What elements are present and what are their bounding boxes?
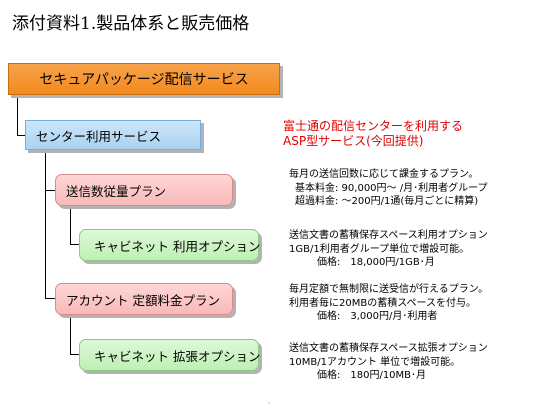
asp-service-note: 富士通の配信センターを利用する ASP型サービス(今回提供) <box>283 119 463 149</box>
flat-rate-plan-description: 毎月定額で無制限に送受信が行えるプラン。 利用者毎に20MBの蓄積スペースを付与… <box>289 283 488 324</box>
description-line: 基本料金: 90,000円～ /月･利用者グループ <box>295 182 488 194</box>
connector-line <box>45 150 46 299</box>
volume-plan-box: 送信数従量プラン <box>55 174 233 206</box>
slide-mark <box>268 402 270 404</box>
connector-line <box>17 95 18 136</box>
cabinet-use-option-box: キャビネット 利用オプション <box>79 229 260 261</box>
connector-line <box>70 314 71 355</box>
description-line: 送信文書の蓄積保存スペース拡張オプション <box>289 343 488 354</box>
description-line: 送信文書の蓄積保存スペース利用オプション <box>289 230 488 241</box>
description-line: 利用者毎に20MBの蓄積スペースを付与。 <box>289 297 477 309</box>
asp-note-line: 富士通の配信センターを利用する <box>283 119 464 133</box>
cabinet-use-option-description: 送信文書の蓄積保存スペース利用オプション 1GB/1利用者グループ単位で増設可能… <box>289 229 488 270</box>
cabinet-expansion-option-box: キャビネット 拡張オプション <box>79 339 260 371</box>
center-service-box: センター利用サービス <box>25 120 201 150</box>
volume-plan-description: 毎月の送信回数に応じて課金するプラン。 基本料金: 90,000円～ /月･利用… <box>289 168 488 209</box>
connector-line <box>17 135 26 136</box>
description-line: 超過料金: ～200円/1通(毎月ごとに精算) <box>295 196 479 207</box>
description-line: 価格: 180円/10MB･月 <box>317 370 427 381</box>
connector-line <box>70 354 79 355</box>
description-line: 毎月定額で無制限に送受信が行えるプラン。 <box>289 284 489 295</box>
connector-line <box>45 298 56 299</box>
connector-line <box>70 206 71 245</box>
secure-package-service-box: セキュアパッケージ配信サービス <box>8 63 280 95</box>
flat-rate-plan-box: アカウント 定額料金プラン <box>55 283 233 315</box>
description-line: 価格: 18,000円/1GB･月 <box>317 257 435 268</box>
description-line: 価格: 3,000円/月･利用者 <box>317 311 438 322</box>
cabinet-expansion-option-description: 送信文書の蓄積保存スペース拡張オプション 10MB/1アカウント 単位で増設可能… <box>289 342 488 383</box>
connector-line <box>45 190 56 191</box>
asp-note-line: ASP型サービス(今回提供) <box>283 134 424 148</box>
description-line: 毎月の送信回数に応じて課金するプラン。 <box>289 169 479 180</box>
description-line: 10MB/1アカウント 単位で増設可能。 <box>289 356 461 368</box>
page-title: 添付資料1.製品体系と販売価格 <box>12 14 250 34</box>
description-line: 1GB/1利用者グループ単位で増設可能。 <box>289 243 470 255</box>
connector-line <box>70 244 79 245</box>
